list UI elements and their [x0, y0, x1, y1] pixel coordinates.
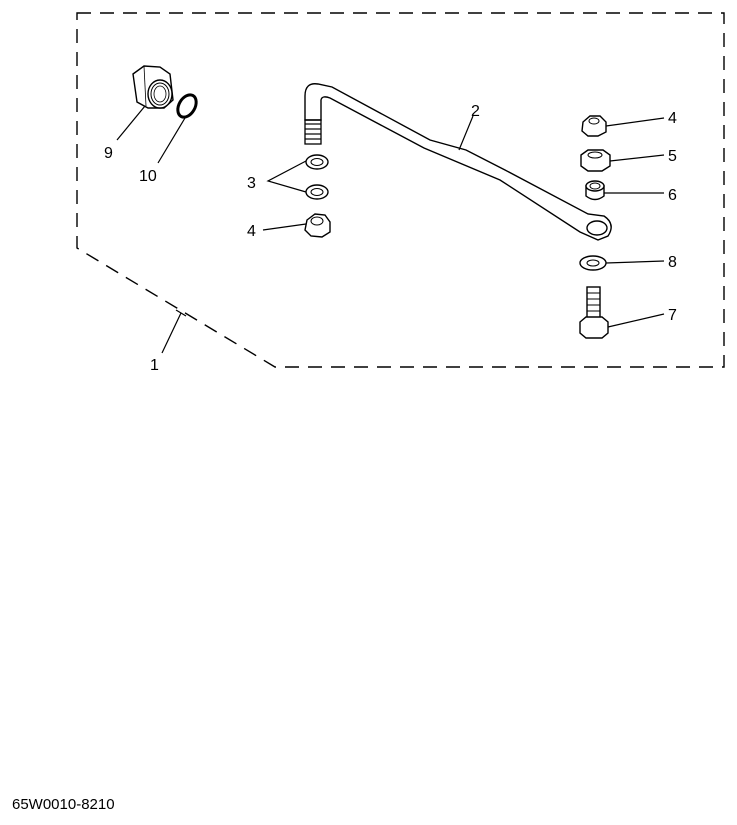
- callout-1: 1: [150, 357, 159, 374]
- callout-7: 7: [668, 307, 677, 324]
- drawing-code: 65W0010-8210: [12, 796, 115, 813]
- leader-lines: [116, 105, 665, 354]
- part-9-threaded-nut: [132, 65, 174, 109]
- callout-10: 10: [139, 168, 157, 185]
- callout-3: 3: [247, 175, 256, 192]
- part-7-bolt: [579, 286, 609, 339]
- part-6-collar: [585, 180, 605, 201]
- callout-9: 9: [104, 145, 113, 162]
- callout-4-right: 4: [668, 110, 677, 127]
- callout-4-left: 4: [247, 223, 256, 240]
- part-10-o-ring: [176, 93, 198, 119]
- part-8-washer: [579, 255, 607, 271]
- part-4-lock-nut-right: [581, 115, 607, 137]
- part-2-link-rod: [304, 83, 612, 241]
- callout-6: 6: [668, 187, 677, 204]
- part-5-nut: [580, 149, 611, 172]
- callout-2: 2: [471, 103, 480, 120]
- callout-5: 5: [668, 148, 677, 165]
- callout-8: 8: [668, 254, 677, 271]
- part-3-washers: [305, 154, 329, 200]
- kit-boundary: [76, 12, 725, 368]
- part-4-lock-nut-left: [304, 213, 331, 238]
